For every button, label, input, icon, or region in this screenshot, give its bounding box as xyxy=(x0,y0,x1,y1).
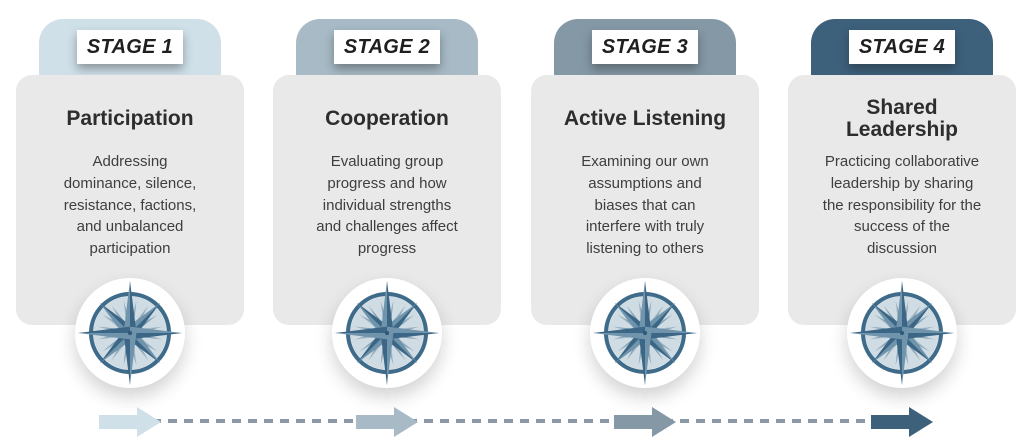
stage-4-badge: STAGE 4 xyxy=(849,30,955,64)
stage-2-title: Cooperation xyxy=(325,106,449,130)
stage-1-badge: STAGE 1 xyxy=(77,30,183,64)
stage-1-column: STAGE 1 Participation Addressing dominan… xyxy=(16,19,244,399)
stage-2-column: STAGE 2 Cooperation Evaluating group pro… xyxy=(273,19,501,399)
flow-dashed-line xyxy=(136,419,894,423)
flow-arrow-3-shaft xyxy=(614,415,652,429)
stage-2-badge: STAGE 2 xyxy=(334,30,440,64)
compass-icon xyxy=(75,278,185,388)
flow-arrow-2-tip xyxy=(394,407,418,437)
compass-icon xyxy=(590,278,700,388)
flow-arrow-3 xyxy=(614,407,676,437)
flow-arrow-3-tip xyxy=(652,407,676,437)
compass-icon xyxy=(332,278,442,388)
stage-2-description: Evaluating group progress and how indivi… xyxy=(316,153,458,257)
stage-4-column: STAGE 4 Shared Leadership Practicing col… xyxy=(788,19,1016,399)
flow-arrow-1-shaft xyxy=(99,415,137,429)
flow-arrow-2-shaft xyxy=(356,415,394,429)
stage-1-description: Addressing dominance, silence, resistanc… xyxy=(63,153,197,257)
stage-1-card: Participation Addressing dominance, sile… xyxy=(16,75,244,325)
stage-4-description: Practicing collaborative leadership by s… xyxy=(822,153,982,257)
stage-3-column: STAGE 3 Active Listening Examining our o… xyxy=(531,19,759,399)
stage-3-description: Examining our own assumptions and biases… xyxy=(581,153,709,257)
stage-4-title: Shared Leadership xyxy=(845,95,959,141)
flow-arrow-1-tip xyxy=(137,407,161,437)
stage-3-title: Active Listening xyxy=(563,106,727,130)
stage-1-title: Participation xyxy=(66,106,194,130)
compass-icon xyxy=(847,278,957,388)
stage-2-card: Cooperation Evaluating group progress an… xyxy=(273,75,501,325)
flow-arrow-4-tip xyxy=(909,407,933,437)
stage-3-badge: STAGE 3 xyxy=(592,30,698,64)
flow-arrow-4 xyxy=(871,407,933,437)
flow-arrow-1 xyxy=(99,407,161,437)
flow-arrow-2 xyxy=(356,407,418,437)
flow-arrow-4-shaft xyxy=(871,415,909,429)
